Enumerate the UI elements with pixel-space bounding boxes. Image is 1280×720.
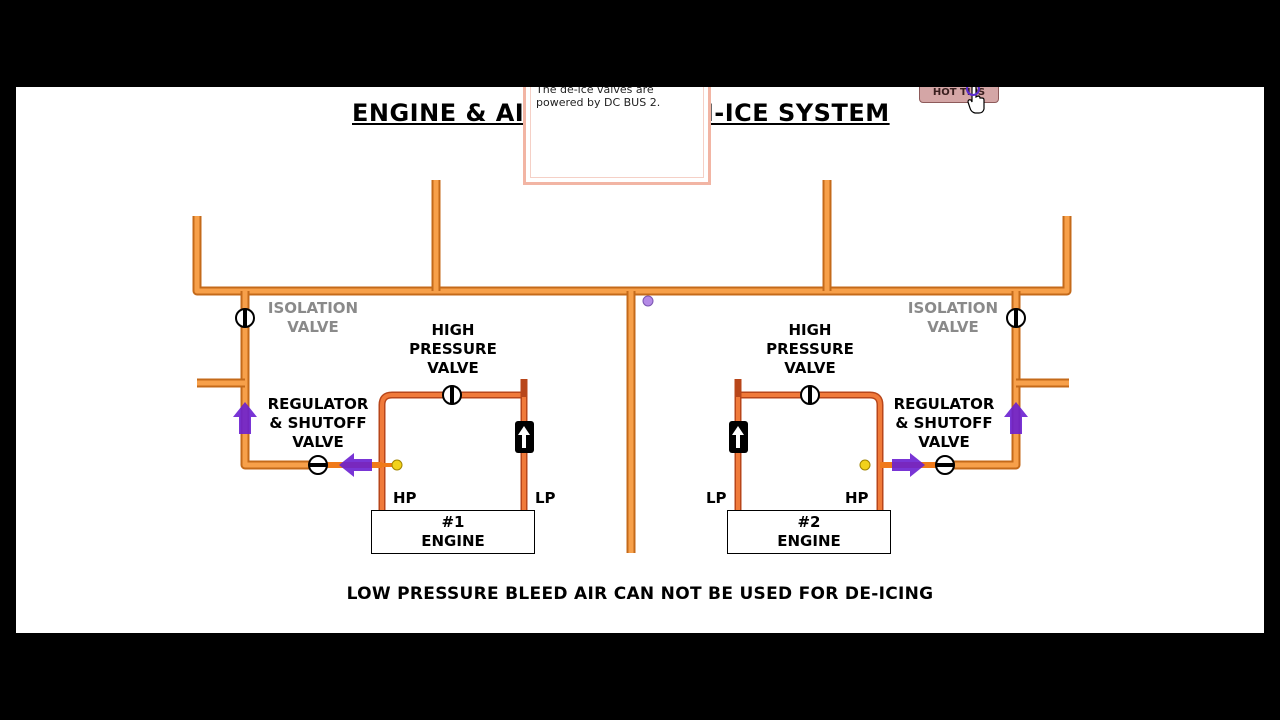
check-valve-icon <box>515 421 534 453</box>
high-pressure-valve-left-label: HIGH PRESSURE VALVE <box>409 321 497 377</box>
hot-tips-button[interactable]: HOT TIPS <box>919 87 999 103</box>
pressure-sensor-left <box>391 459 403 471</box>
hand-cursor-icon <box>966 87 985 114</box>
check-valve-icon <box>729 421 748 453</box>
isolation-valve-right[interactable] <box>1006 308 1026 328</box>
hot-tip-popup-frame <box>530 87 704 178</box>
duct-schematic <box>192 180 1072 553</box>
engine-2-box: #2 ENGINE <box>727 510 891 554</box>
engine-2-label: ENGINE <box>777 532 841 550</box>
high-pressure-valve-right[interactable] <box>800 385 820 405</box>
regulator-shutoff-valve-left[interactable] <box>308 455 328 475</box>
pressure-sensor-right <box>859 459 871 471</box>
engine-1-label: ENGINE <box>421 532 485 550</box>
hot-tip-text: The de-ice valves are powered by DC BUS … <box>536 87 661 109</box>
hp-port-left-label: HP <box>393 489 417 507</box>
lp-port-left-label: LP <box>535 489 556 507</box>
isolation-valve-right-label: ISOLATION VALVE <box>907 299 999 336</box>
lp-port-right-label: LP <box>706 489 727 507</box>
bleed-air-manifold <box>192 180 1072 553</box>
engine-2-number: #2 <box>797 513 821 531</box>
center-manifold-sensor <box>642 295 654 307</box>
isolation-valve-left-label: ISOLATION VALVE <box>267 299 359 336</box>
high-pressure-valve-left[interactable] <box>442 385 462 405</box>
footer-note: LOW PRESSURE BLEED AIR CAN NOT BE USED F… <box>346 584 934 604</box>
regulator-valve-left-label: REGULATOR & SHUTOFF VALVE <box>267 395 369 451</box>
flow-arrow-icon <box>892 402 1028 477</box>
anti-ice-diagram-panel: ENGINE & AIRFRAME ANTI-ICE SYSTEM The de… <box>16 87 1264 633</box>
engine-1-box: #1 ENGINE <box>371 510 535 554</box>
engine-1-number: #1 <box>441 513 465 531</box>
regulator-shutoff-valve-right[interactable] <box>935 455 955 475</box>
hp-port-right-label: HP <box>845 489 869 507</box>
flow-arrow-icon <box>233 402 372 477</box>
high-pressure-valve-right-label: HIGH PRESSURE VALVE <box>766 321 854 377</box>
hot-tip-popup: The de-ice valves are powered by DC BUS … <box>523 87 711 185</box>
regulator-valve-right-label: REGULATOR & SHUTOFF VALVE <box>893 395 995 451</box>
isolation-valve-left[interactable] <box>235 308 255 328</box>
